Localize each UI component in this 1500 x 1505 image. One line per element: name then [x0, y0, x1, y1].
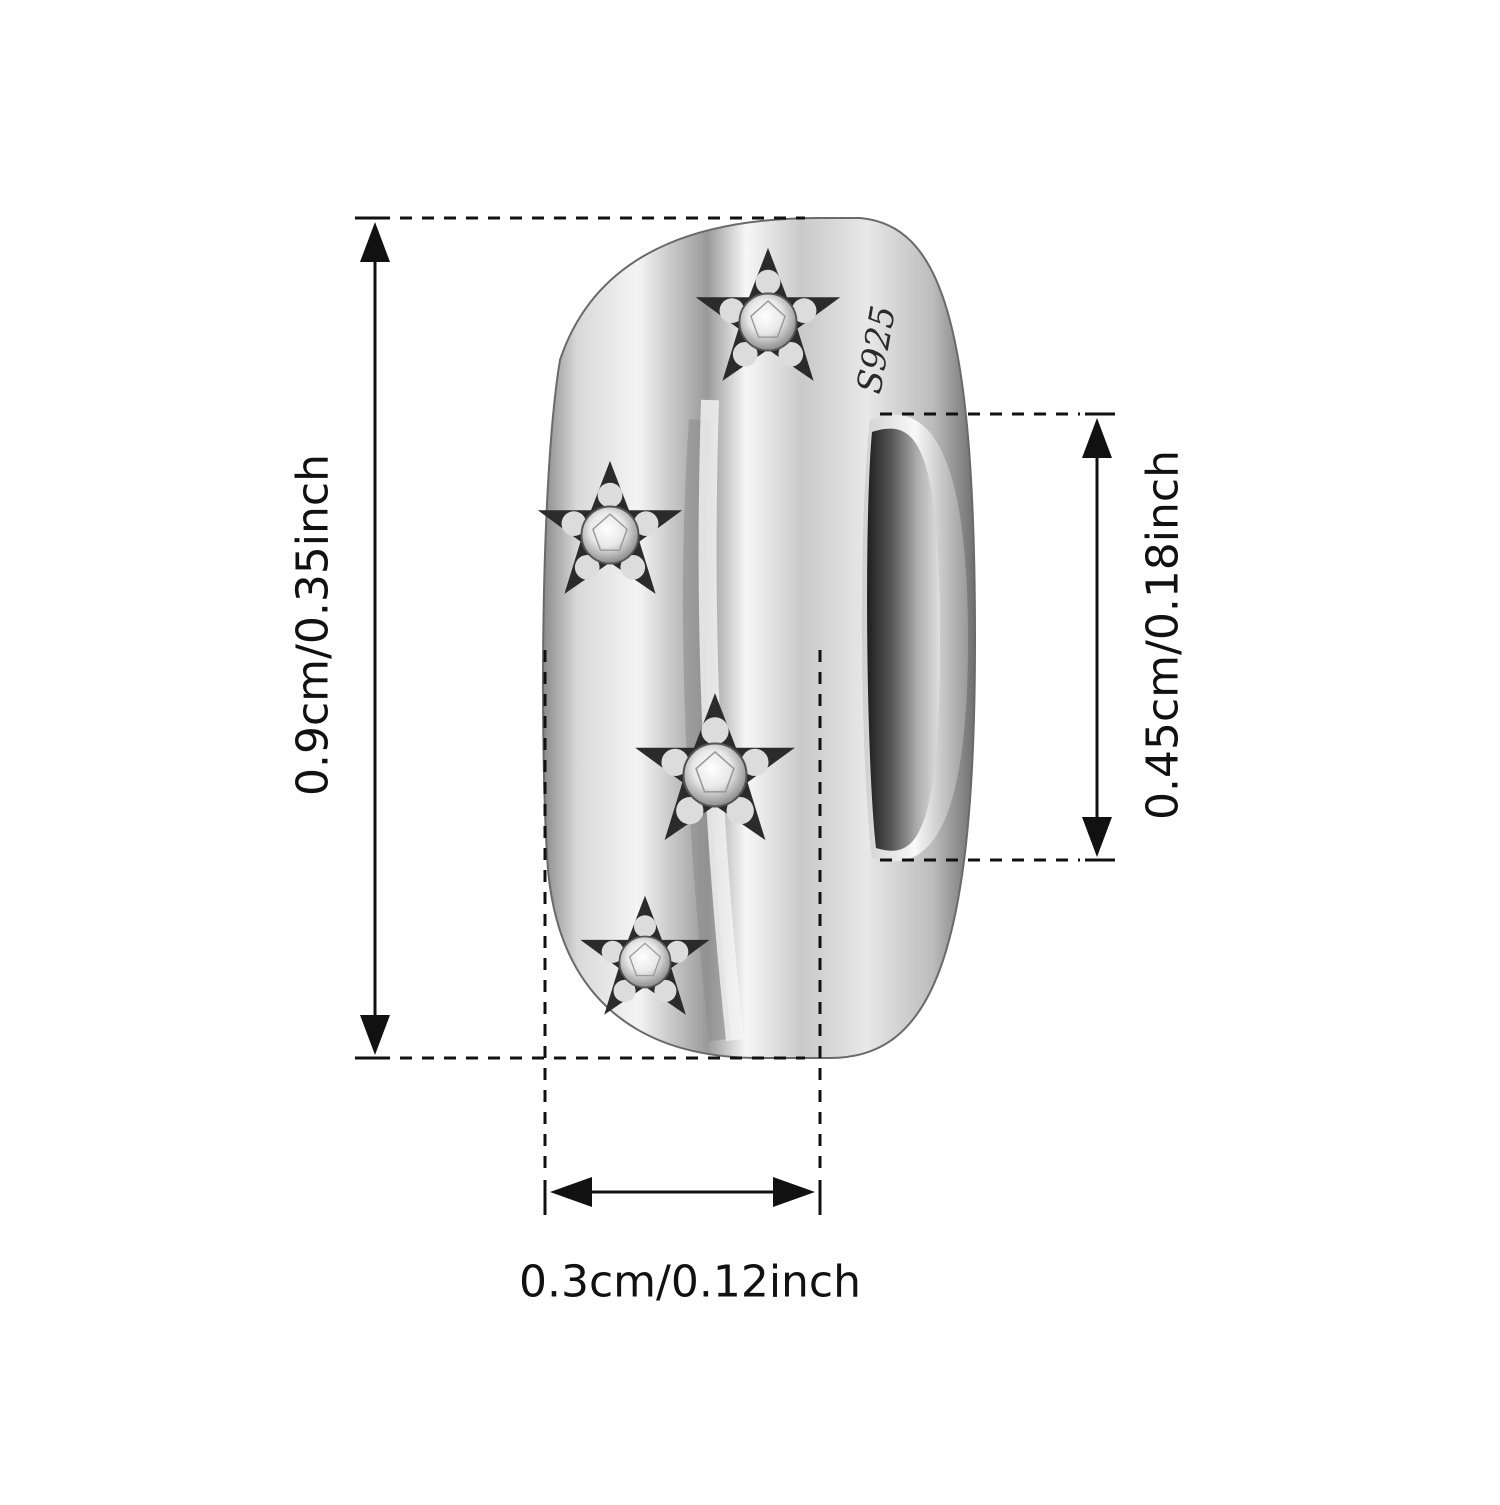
arrowhead-icon: [360, 222, 390, 262]
charm-hole: [861, 414, 968, 862]
arrowhead-icon: [773, 1177, 815, 1207]
hole-measurement-label: 0.45cm/0.18inch: [1137, 449, 1189, 821]
arrowhead-icon: [1082, 418, 1112, 458]
hole-dimension-line: [880, 412, 1115, 862]
width-measurement-label: 0.3cm/0.12inch: [518, 1256, 862, 1308]
charm-ring: [542, 217, 977, 1059]
height-dimension-line: [355, 216, 805, 1060]
arrowhead-icon: [360, 1015, 390, 1055]
width-dimension-line: [543, 650, 822, 1215]
height-measurement-label: 0.9cm/0.35inch: [287, 453, 339, 797]
arrowhead-icon: [550, 1177, 592, 1207]
arrowhead-icon: [1082, 817, 1112, 857]
